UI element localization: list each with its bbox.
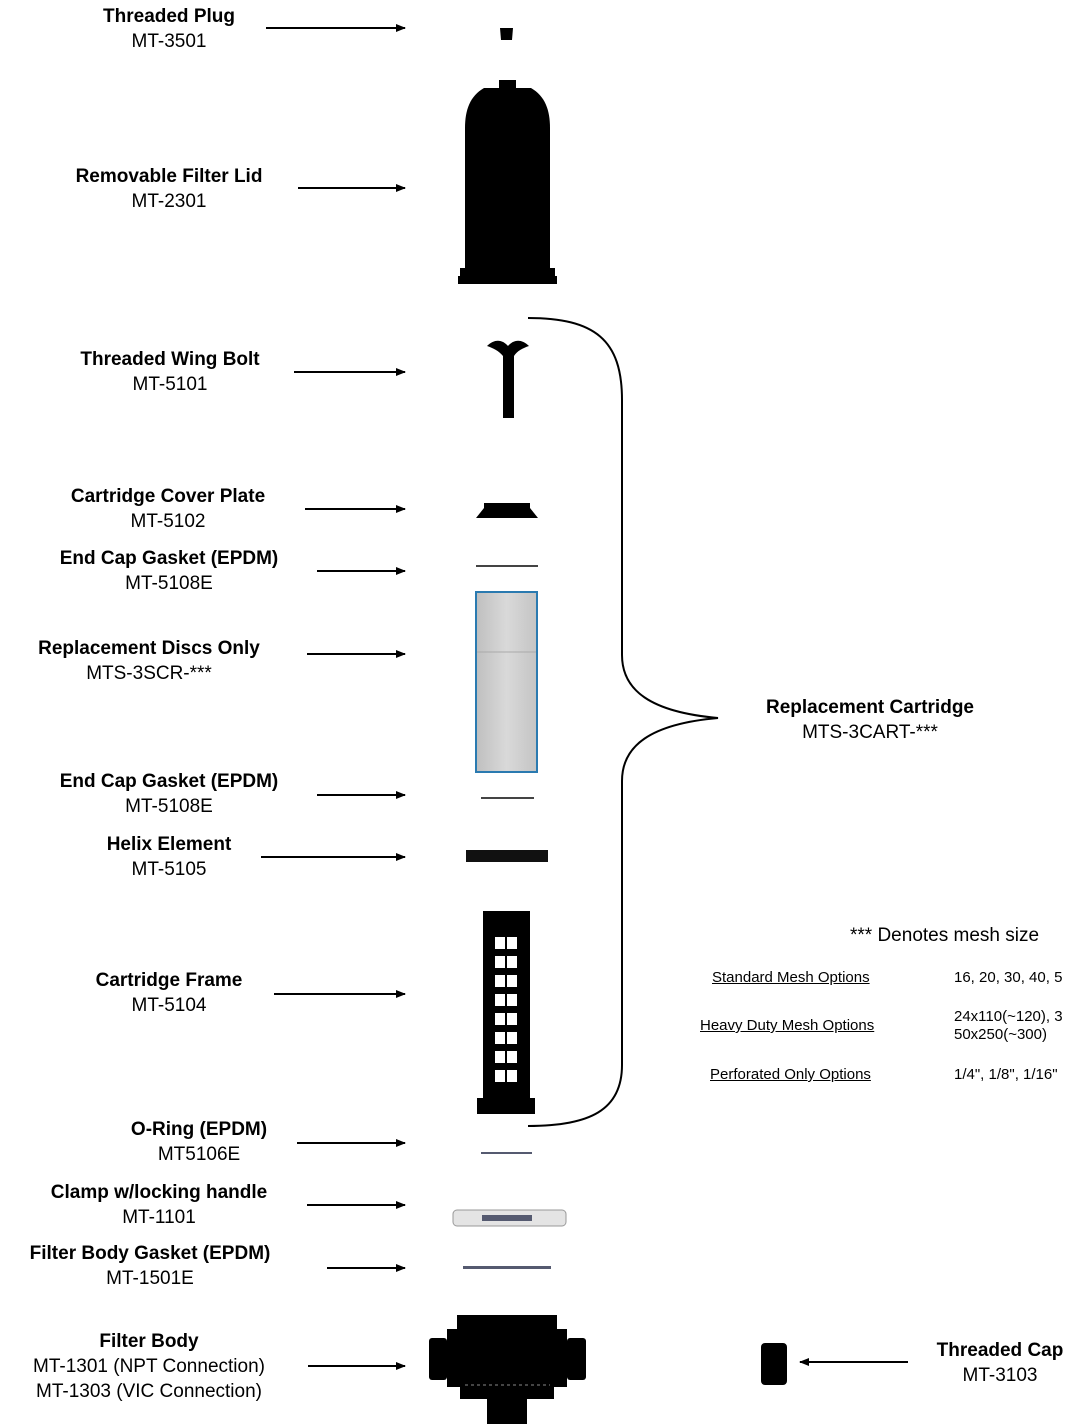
part-number: MT-1501E: [106, 1268, 194, 1289]
filter-lid-part: [458, 80, 557, 284]
frame-window: [495, 956, 505, 968]
part-number: MT-3103: [962, 1365, 1038, 1386]
label-cover-plate: Cartridge Cover Plate MT-5102: [48, 484, 288, 534]
label-o-ring: O-Ring (EPDM) MT5106E: [104, 1117, 294, 1167]
end-cap-gasket-bottom-part: [481, 797, 534, 799]
part-name: Threaded Plug: [103, 6, 235, 27]
part-name: Removable Filter Lid: [75, 166, 263, 187]
frame-window: [507, 1032, 517, 1044]
label-threaded-cap: Threaded Cap MT-3103: [922, 1338, 1078, 1388]
label-end-cap-gasket-bottom: End Cap Gasket (EPDM) MT-5108E: [34, 769, 304, 819]
frame-window: [507, 994, 517, 1006]
part-name: Cartridge Frame: [95, 970, 243, 991]
frame-window: [507, 1013, 517, 1025]
part-number: MT5106E: [157, 1144, 241, 1165]
part-number: MTS-3SCR-***: [86, 663, 212, 684]
part-number: MT-3501: [131, 31, 207, 52]
frame-window: [495, 937, 505, 949]
part-name: Helix Element: [106, 834, 232, 855]
mesh-option-label: Perforated Only Options: [710, 1066, 871, 1083]
mesh-option-value: 24x110(~120), 3: [954, 1008, 1063, 1025]
frame-window: [507, 1070, 517, 1082]
part-name: Cartridge Cover Plate: [70, 486, 266, 507]
part-name: Filter Body Gasket (EPDM): [29, 1243, 271, 1264]
threaded-plug-part: [500, 28, 513, 40]
mesh-option-value-line2: 50x250(~300): [954, 1026, 1047, 1043]
body-gasket-part: [463, 1266, 551, 1269]
frame-window: [507, 956, 517, 968]
cartridge-name: Replacement Cartridge: [765, 697, 974, 718]
part-name: Threaded Cap: [936, 1340, 1064, 1361]
part-number: MT-5105: [131, 859, 207, 880]
cartridge-part: MTS-3CART-***: [802, 722, 938, 743]
part-name: End Cap Gasket (EPDM): [59, 771, 279, 792]
mesh-option-label: Heavy Duty Mesh Options: [700, 1017, 875, 1034]
part-name: End Cap Gasket (EPDM): [59, 548, 279, 569]
mesh-option-label: Standard Mesh Options: [712, 969, 870, 986]
cartridge-brace: [527, 317, 719, 1127]
mesh-option-value: 16, 20, 30, 40, 5: [954, 969, 1063, 986]
label-replacement-cartridge: Replacement Cartridge MTS-3CART-***: [738, 695, 1002, 745]
part-number: MT-1301 (NPT Connection): [33, 1356, 265, 1377]
part-name: O-Ring (EPDM): [130, 1119, 268, 1140]
label-replacement-discs: Replacement Discs Only MTS-3SCR-***: [14, 636, 284, 686]
wing-bolt-part: [487, 340, 529, 418]
frame-window: [495, 1070, 505, 1082]
end-cap-gasket-top-part: [476, 565, 538, 567]
part-number: MT-2301: [131, 191, 207, 212]
part-name: Clamp w/locking handle: [50, 1182, 268, 1203]
label-helix-element: Helix Element MT-5105: [84, 832, 254, 882]
label-clamp: Clamp w/locking handle MT-1101: [24, 1180, 294, 1230]
frame-window: [495, 994, 505, 1006]
part-number: MT-1101: [122, 1207, 196, 1228]
part-name: Filter Body: [99, 1331, 199, 1352]
part-name: Replacement Discs Only: [38, 638, 260, 659]
label-filter-body: Filter Body MT-1301 (NPT Connection) MT-…: [4, 1329, 294, 1404]
frame-window: [507, 937, 517, 949]
part-number: MT-5101: [132, 374, 208, 395]
o-ring-part: [481, 1152, 532, 1154]
part-number: MT-5108E: [125, 796, 213, 817]
cover-plate-part: [476, 508, 538, 518]
mesh-note: *** Denotes mesh size: [850, 925, 1040, 946]
filter-body-part: [429, 1315, 586, 1424]
replacement-discs-part: [475, 591, 538, 773]
frame-window: [495, 975, 505, 987]
part-name: Threaded Wing Bolt: [80, 349, 260, 370]
part-number: MT-5104: [131, 995, 207, 1016]
frame-window: [495, 1051, 505, 1063]
cartridge-frame-part: [477, 911, 535, 1114]
part-number-alt: MT-1303 (VIC Connection): [36, 1381, 262, 1402]
threaded-cap-part: [761, 1343, 787, 1385]
frame-window: [507, 975, 517, 987]
helix-element-part: [466, 850, 548, 862]
part-number: MT-5102: [130, 511, 206, 532]
label-wing-bolt: Threaded Wing Bolt MT-5101: [60, 347, 280, 397]
label-filter-lid: Removable Filter Lid MT-2301: [55, 164, 283, 214]
callout-arrows: [261, 24, 908, 1370]
frame-window: [495, 1032, 505, 1044]
frame-window: [495, 1013, 505, 1025]
label-threaded-plug: Threaded Plug MT-3501: [92, 4, 246, 54]
label-cartridge-frame: Cartridge Frame MT-5104: [74, 968, 264, 1018]
part-number: MT-5108E: [125, 573, 213, 594]
label-end-cap-gasket-top: End Cap Gasket (EPDM) MT-5108E: [34, 546, 304, 596]
mesh-option-value: 1/4", 1/8", 1/16": [954, 1066, 1058, 1083]
clamp-part: [452, 1209, 567, 1227]
label-body-gasket: Filter Body Gasket (EPDM) MT-1501E: [4, 1241, 296, 1291]
frame-window: [507, 1051, 517, 1063]
